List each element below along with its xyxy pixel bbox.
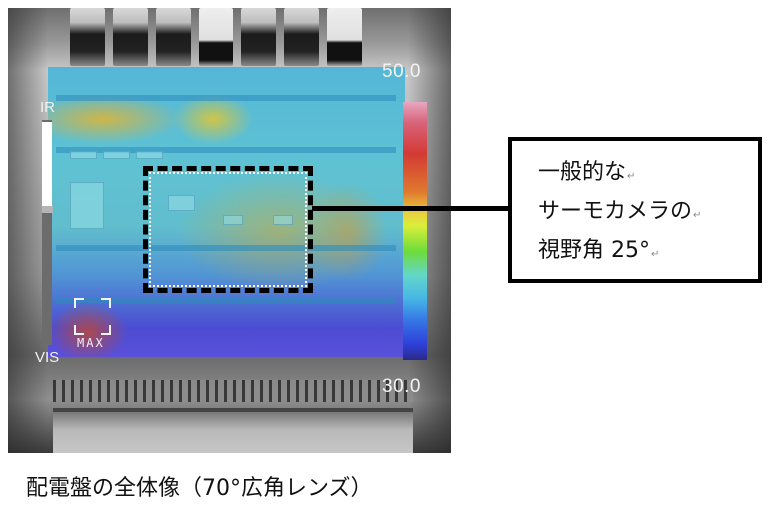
ir-module bbox=[70, 182, 104, 229]
breaker bbox=[70, 8, 105, 66]
vis-label: VIS bbox=[35, 349, 60, 366]
breaker bbox=[241, 8, 277, 66]
breaker bbox=[112, 8, 148, 66]
ir-overlay bbox=[48, 67, 405, 357]
scale-max-value: 50.0 bbox=[382, 61, 421, 82]
panel-bottom bbox=[53, 408, 413, 453]
ir-module bbox=[136, 151, 163, 159]
callout-line-2: サーモカメラの↵ bbox=[538, 194, 758, 233]
marker-corner bbox=[101, 325, 111, 335]
paragraph-mark-icon: ↵ bbox=[651, 249, 660, 260]
marker-corner bbox=[101, 298, 111, 308]
callout-text: 視野角 25° bbox=[538, 238, 650, 263]
ir-vis-blend-slider bbox=[42, 120, 52, 345]
ir-shelf bbox=[56, 297, 396, 303]
ir-shelf bbox=[56, 95, 396, 101]
paragraph-mark-icon: ↵ bbox=[693, 210, 702, 221]
ir-module bbox=[273, 215, 293, 225]
ir-module bbox=[70, 151, 97, 159]
thermal-panel-photo bbox=[8, 8, 451, 453]
ir-shelf bbox=[56, 245, 396, 251]
ir-label: IR bbox=[40, 99, 55, 116]
max-label: MAX bbox=[77, 336, 105, 350]
ir-blend-level bbox=[42, 122, 52, 206]
temperature-color-scale bbox=[403, 102, 427, 360]
callout-line-1: 一般的な↵ bbox=[538, 155, 758, 194]
breaker bbox=[155, 8, 191, 66]
ir-module bbox=[168, 195, 195, 211]
breaker bbox=[327, 8, 363, 66]
ir-module bbox=[103, 151, 130, 159]
blend-slider-handle bbox=[42, 206, 53, 213]
callout-text: サーモカメラの bbox=[538, 199, 693, 224]
callout-box: 一般的な↵ サーモカメラの↵ 視野角 25°↵ bbox=[508, 137, 762, 283]
wiring-duct bbox=[53, 380, 413, 402]
ir-module bbox=[223, 215, 243, 225]
breaker bbox=[284, 8, 320, 66]
ir-shelf bbox=[56, 147, 396, 153]
top-breakers bbox=[70, 8, 363, 66]
scale-min-value: 30.0 bbox=[382, 376, 421, 397]
marker-corner bbox=[74, 298, 84, 308]
max-temperature-marker bbox=[74, 298, 111, 335]
breaker bbox=[198, 8, 234, 66]
figure-caption: 配電盤の全体像（70°広角レンズ） bbox=[26, 476, 373, 501]
marker-corner bbox=[74, 325, 84, 335]
callout-connector-line bbox=[312, 206, 510, 211]
callout-text: 一般的な bbox=[538, 160, 627, 185]
paragraph-mark-icon: ↵ bbox=[627, 171, 636, 182]
field-of-view-25deg-box bbox=[143, 166, 313, 293]
callout-line-3: 視野角 25°↵ bbox=[538, 233, 758, 272]
